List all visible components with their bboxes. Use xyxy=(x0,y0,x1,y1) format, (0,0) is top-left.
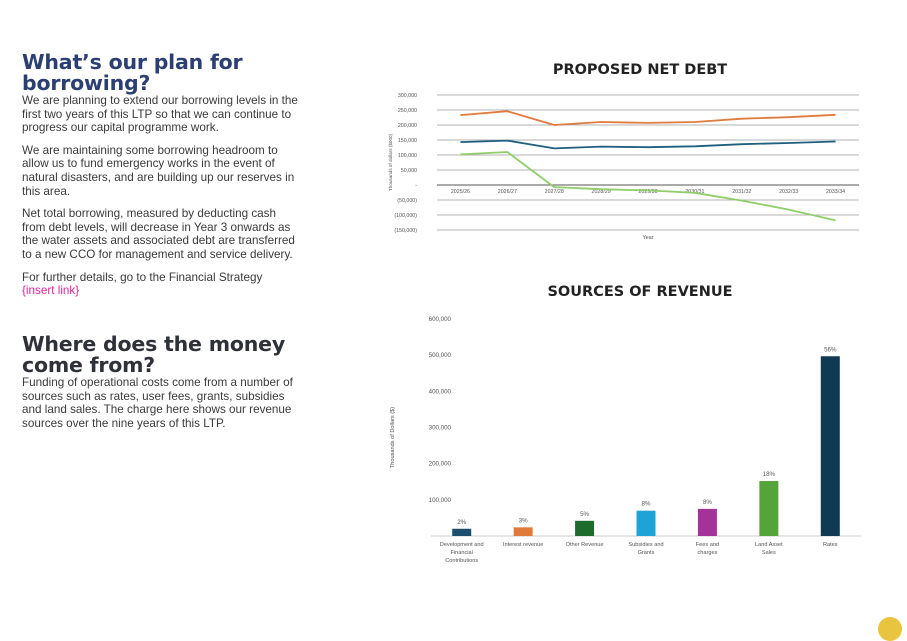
y-tick-label: 500,000 xyxy=(429,352,452,359)
x-category-label: Grants xyxy=(638,550,655,556)
y-tick-label: 250,000 xyxy=(398,108,417,114)
y-tick-label: - xyxy=(415,183,417,189)
borrowing-paragraph-1: We are planning to extend our borrowing … xyxy=(22,94,298,135)
x-tick-label: 2028/29 xyxy=(592,189,611,195)
x-tick-label: 2029/30 xyxy=(638,189,657,195)
y-tick-label: 150,000 xyxy=(398,138,417,144)
bar-data-label: 8% xyxy=(642,501,651,508)
revenue-heading-line1: Where does the money xyxy=(22,332,286,356)
revenue-bar xyxy=(452,528,472,536)
x-tick-label: 2027/28 xyxy=(545,189,564,195)
x-category-label: Subsidies and xyxy=(628,542,663,548)
revenue-chart-title: SOURCES OF REVENUE xyxy=(547,284,733,300)
y-tick-label: 100,000 xyxy=(398,153,417,159)
bar-data-label: 3% xyxy=(519,517,528,524)
x-category-label: charges xyxy=(697,550,717,556)
page-corner-badge xyxy=(878,617,902,641)
revenue-heading-line2: come from? xyxy=(22,353,156,377)
x-category-label: Other Revenue xyxy=(566,542,604,548)
x-category-label: Interest revenue xyxy=(503,542,543,548)
y-tick-label: 200,000 xyxy=(398,123,417,129)
borrowing-section: What’s our plan for borrowing? We are pl… xyxy=(22,52,302,307)
y-tick-label: 100,000 xyxy=(429,497,452,504)
borrowing-heading-line2: borrowing? xyxy=(22,71,151,95)
revenue-bar xyxy=(575,520,595,536)
bar-data-label: 8% xyxy=(703,499,712,506)
revenue-bar xyxy=(697,508,717,536)
revenue-bar xyxy=(513,527,533,536)
revenue-bar xyxy=(759,481,779,536)
revenue-heading: Where does the money come from? xyxy=(22,334,302,376)
y-tick-label: 400,000 xyxy=(429,388,452,395)
y-tick-label: 200,000 xyxy=(429,461,452,468)
borrowing-heading: What’s our plan for borrowing? xyxy=(22,52,302,94)
y-axis-label: Thousands of Dollars ($) xyxy=(390,407,396,468)
y-tick-label: (50,000) xyxy=(397,198,417,204)
x-tick-label: 2032/33 xyxy=(779,189,798,195)
x-category-label: Financial xyxy=(451,550,473,556)
y-tick-label: 300,000 xyxy=(429,425,452,432)
x-category-label: Contributions xyxy=(445,558,478,564)
borrowing-paragraph-2: We are maintaining some borrowing headro… xyxy=(22,143,295,198)
series-line xyxy=(460,151,836,222)
y-tick-label: 600,000 xyxy=(429,316,452,323)
x-tick-label: 2026/27 xyxy=(498,189,517,195)
bar-data-label: 18% xyxy=(763,471,776,478)
y-tick-label: 50,000 xyxy=(401,168,417,174)
insert-link[interactable]: {insert link} xyxy=(22,284,80,298)
y-tick-label: (150,000) xyxy=(394,228,417,234)
revenue-chart: 100,000 200,000 300,000 400,000 500,000 600,0… xyxy=(390,316,861,564)
x-category-label: Land Asset xyxy=(755,542,783,548)
series-line xyxy=(460,139,836,150)
series-line xyxy=(460,110,836,126)
y-tick-label: 300,000 xyxy=(398,93,417,99)
revenue-paragraph: Funding of operational costs come from a… xyxy=(22,376,293,430)
y-tick-label: (100,000) xyxy=(394,213,417,219)
x-tick-label: 2033/34 xyxy=(826,189,845,195)
revenue-bar xyxy=(820,356,840,536)
net-debt-chart-title: PROPOSED NET DEBT xyxy=(552,62,728,78)
bar-data-label: 56% xyxy=(824,346,837,353)
x-tick-label: 2031/32 xyxy=(732,189,751,195)
revenue-section: Where does the money come from? Funding … xyxy=(22,334,302,439)
net-debt-chart: (150,000) (100,000) (50,000) - 50,000 100,000… xyxy=(388,93,859,241)
y-axis-label: Thousands of dollars ($000) xyxy=(388,133,393,191)
bar-data-label: 2% xyxy=(457,519,466,526)
bar-data-label: 5% xyxy=(580,511,589,518)
x-category-label: Development and xyxy=(440,542,484,548)
x-category-label: Sales xyxy=(762,550,776,556)
revenue-bar xyxy=(636,510,656,536)
x-tick-label: 2025/26 xyxy=(451,189,470,195)
x-category-label: Rates xyxy=(823,542,838,548)
borrowing-heading-line1: What’s our plan for xyxy=(22,50,243,74)
x-axis-label: Year xyxy=(642,235,653,241)
borrowing-paragraph-3: Net total borrowing, measured by deducti… xyxy=(22,207,295,261)
x-category-label: Fees and xyxy=(696,542,719,548)
further-details: For further details, go to the Financial… xyxy=(22,271,302,298)
further-details-text: For further details, go to the Financial… xyxy=(22,270,263,284)
